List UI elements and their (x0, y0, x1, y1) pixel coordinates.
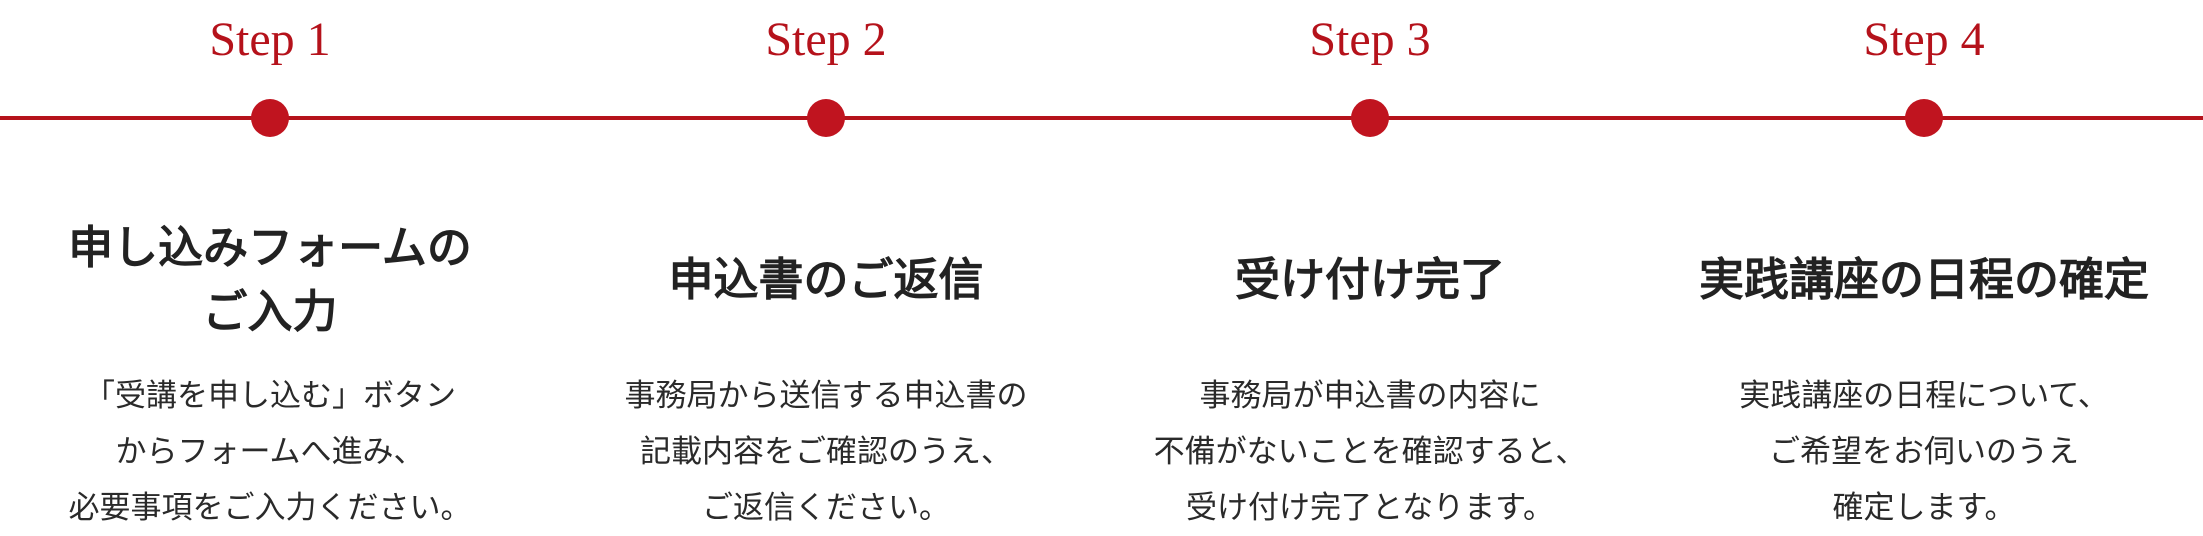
step-description: 「受講を申し込む」ボタン からフォームへ進み、 必要事項をご入力ください。 (68, 378, 472, 526)
step-marker-dot (251, 99, 289, 137)
step-label: Step 4 (1863, 13, 1985, 66)
step-description: 事務局が申込書の内容に 不備がないことを確認すると、 受け付け完了となります。 (1153, 378, 1587, 526)
step-3: Step 3 受け付け完了 事務局が申込書の内容に 不備がないことを確認すると、… (1100, 0, 1640, 536)
step-label: Step 2 (765, 13, 887, 66)
step-1: Step 1 申し込みフォームの ご入力 「受講を申し込む」ボタン からフォーム… (0, 0, 540, 536)
step-label: Step 3 (1309, 13, 1431, 66)
step-title: 実践講座の日程の確定 (1698, 253, 2149, 306)
step-description: 実践講座の日程について、 ご希望をお伺いのうえ 確定します。 (1739, 378, 2109, 526)
step-title: 受け付け完了 (1234, 253, 1505, 306)
step-title: 申し込みフォームの ご入力 (68, 221, 472, 338)
step-marker-dot (1351, 99, 1389, 137)
step-marker-dot (1905, 99, 1943, 137)
step-title: 申込書のご返信 (668, 253, 984, 306)
step-2: Step 2 申込書のご返信 事務局から送信する申込書の 記載内容をご確認のうえ… (556, 0, 1096, 536)
step-marker-dot (807, 99, 845, 137)
step-description: 事務局から送信する申込書の 記載内容をご確認のうえ、 ご返信ください。 (624, 378, 1028, 526)
step-label: Step 1 (209, 13, 331, 66)
timeline-line (0, 116, 2203, 120)
step-4: Step 4 実践講座の日程の確定 実践講座の日程について、 ご希望をお伺いのう… (1654, 0, 2194, 536)
